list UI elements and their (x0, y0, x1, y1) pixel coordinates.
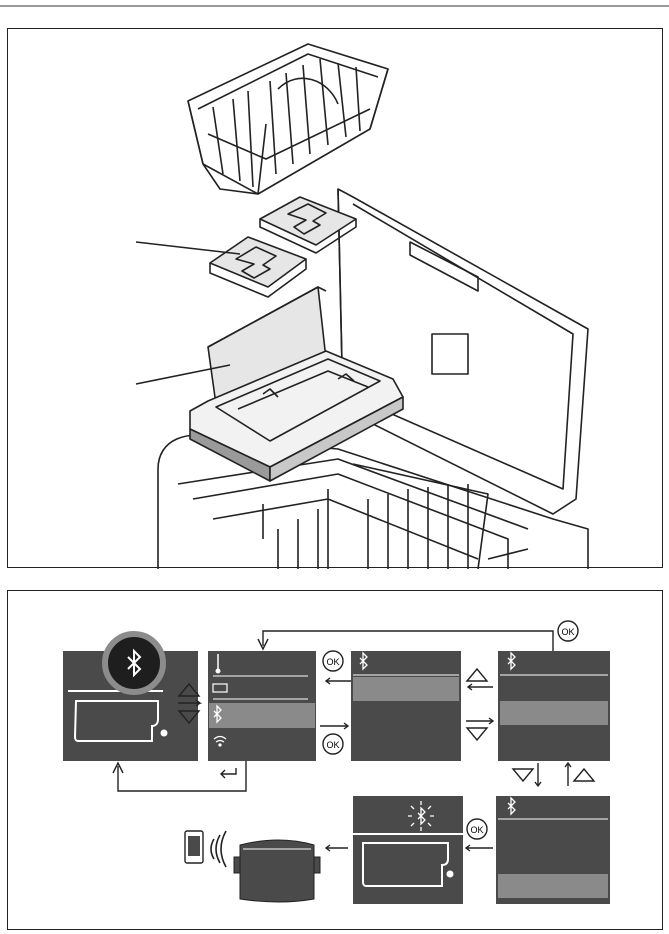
ok-button-3[interactable]: OK (467, 819, 487, 839)
return-icon (221, 768, 236, 778)
insert-rear (260, 197, 356, 253)
header-rule (0, 5, 669, 7)
triangle-down-icon (513, 769, 533, 781)
tray-with-lid (190, 287, 403, 481)
phone-icon (185, 831, 203, 863)
ok-button-1[interactable]: OK (323, 651, 343, 671)
return-arrow (113, 761, 246, 791)
arrow-left (326, 678, 353, 684)
arrow-right (320, 723, 348, 729)
control-panel-screen (63, 634, 198, 761)
svg-text:OK: OK (326, 657, 339, 667)
arrow-left-3 (326, 845, 348, 851)
svg-text:OK: OK (561, 627, 574, 637)
triangle-up-icon (574, 769, 594, 781)
leader-line-insert (136, 242, 240, 254)
ok-button-2[interactable]: OK (323, 734, 343, 754)
confirm-highlight[interactable] (498, 874, 608, 898)
menu-flow-diagram: OK OK OK (8, 591, 664, 931)
svg-text:OK: OK (470, 825, 483, 835)
triangle-down-icon (467, 728, 487, 740)
menu-item-bluetooth-highlight[interactable] (209, 703, 315, 728)
wireless-signal-icon (211, 831, 226, 867)
cooler-icon (234, 840, 320, 902)
bluetooth-confirm-screen (496, 796, 610, 904)
main-menu-screen (208, 651, 316, 761)
submenu-highlight[interactable] (353, 677, 459, 701)
insert-front (210, 237, 306, 297)
menu-flow-panel: OK OK OK (7, 590, 663, 930)
control-panel-bluetooth-active (353, 796, 463, 904)
options-highlight[interactable] (500, 701, 608, 725)
svg-text:OK: OK (326, 740, 339, 750)
nav-triangles-2[interactable] (466, 669, 493, 740)
bluetooth-options-screen (498, 651, 610, 761)
nav-triangles-3[interactable] (513, 763, 594, 786)
bluetooth-submenu-screen (351, 651, 461, 761)
top-loop-arrow (258, 631, 553, 651)
cooler-illustration (8, 29, 664, 569)
arrow-left-2 (466, 845, 493, 851)
illustration-panel (7, 28, 663, 568)
triangle-up-icon (467, 669, 487, 681)
ok-button-top[interactable]: OK (558, 621, 578, 641)
wire-basket (188, 44, 388, 194)
